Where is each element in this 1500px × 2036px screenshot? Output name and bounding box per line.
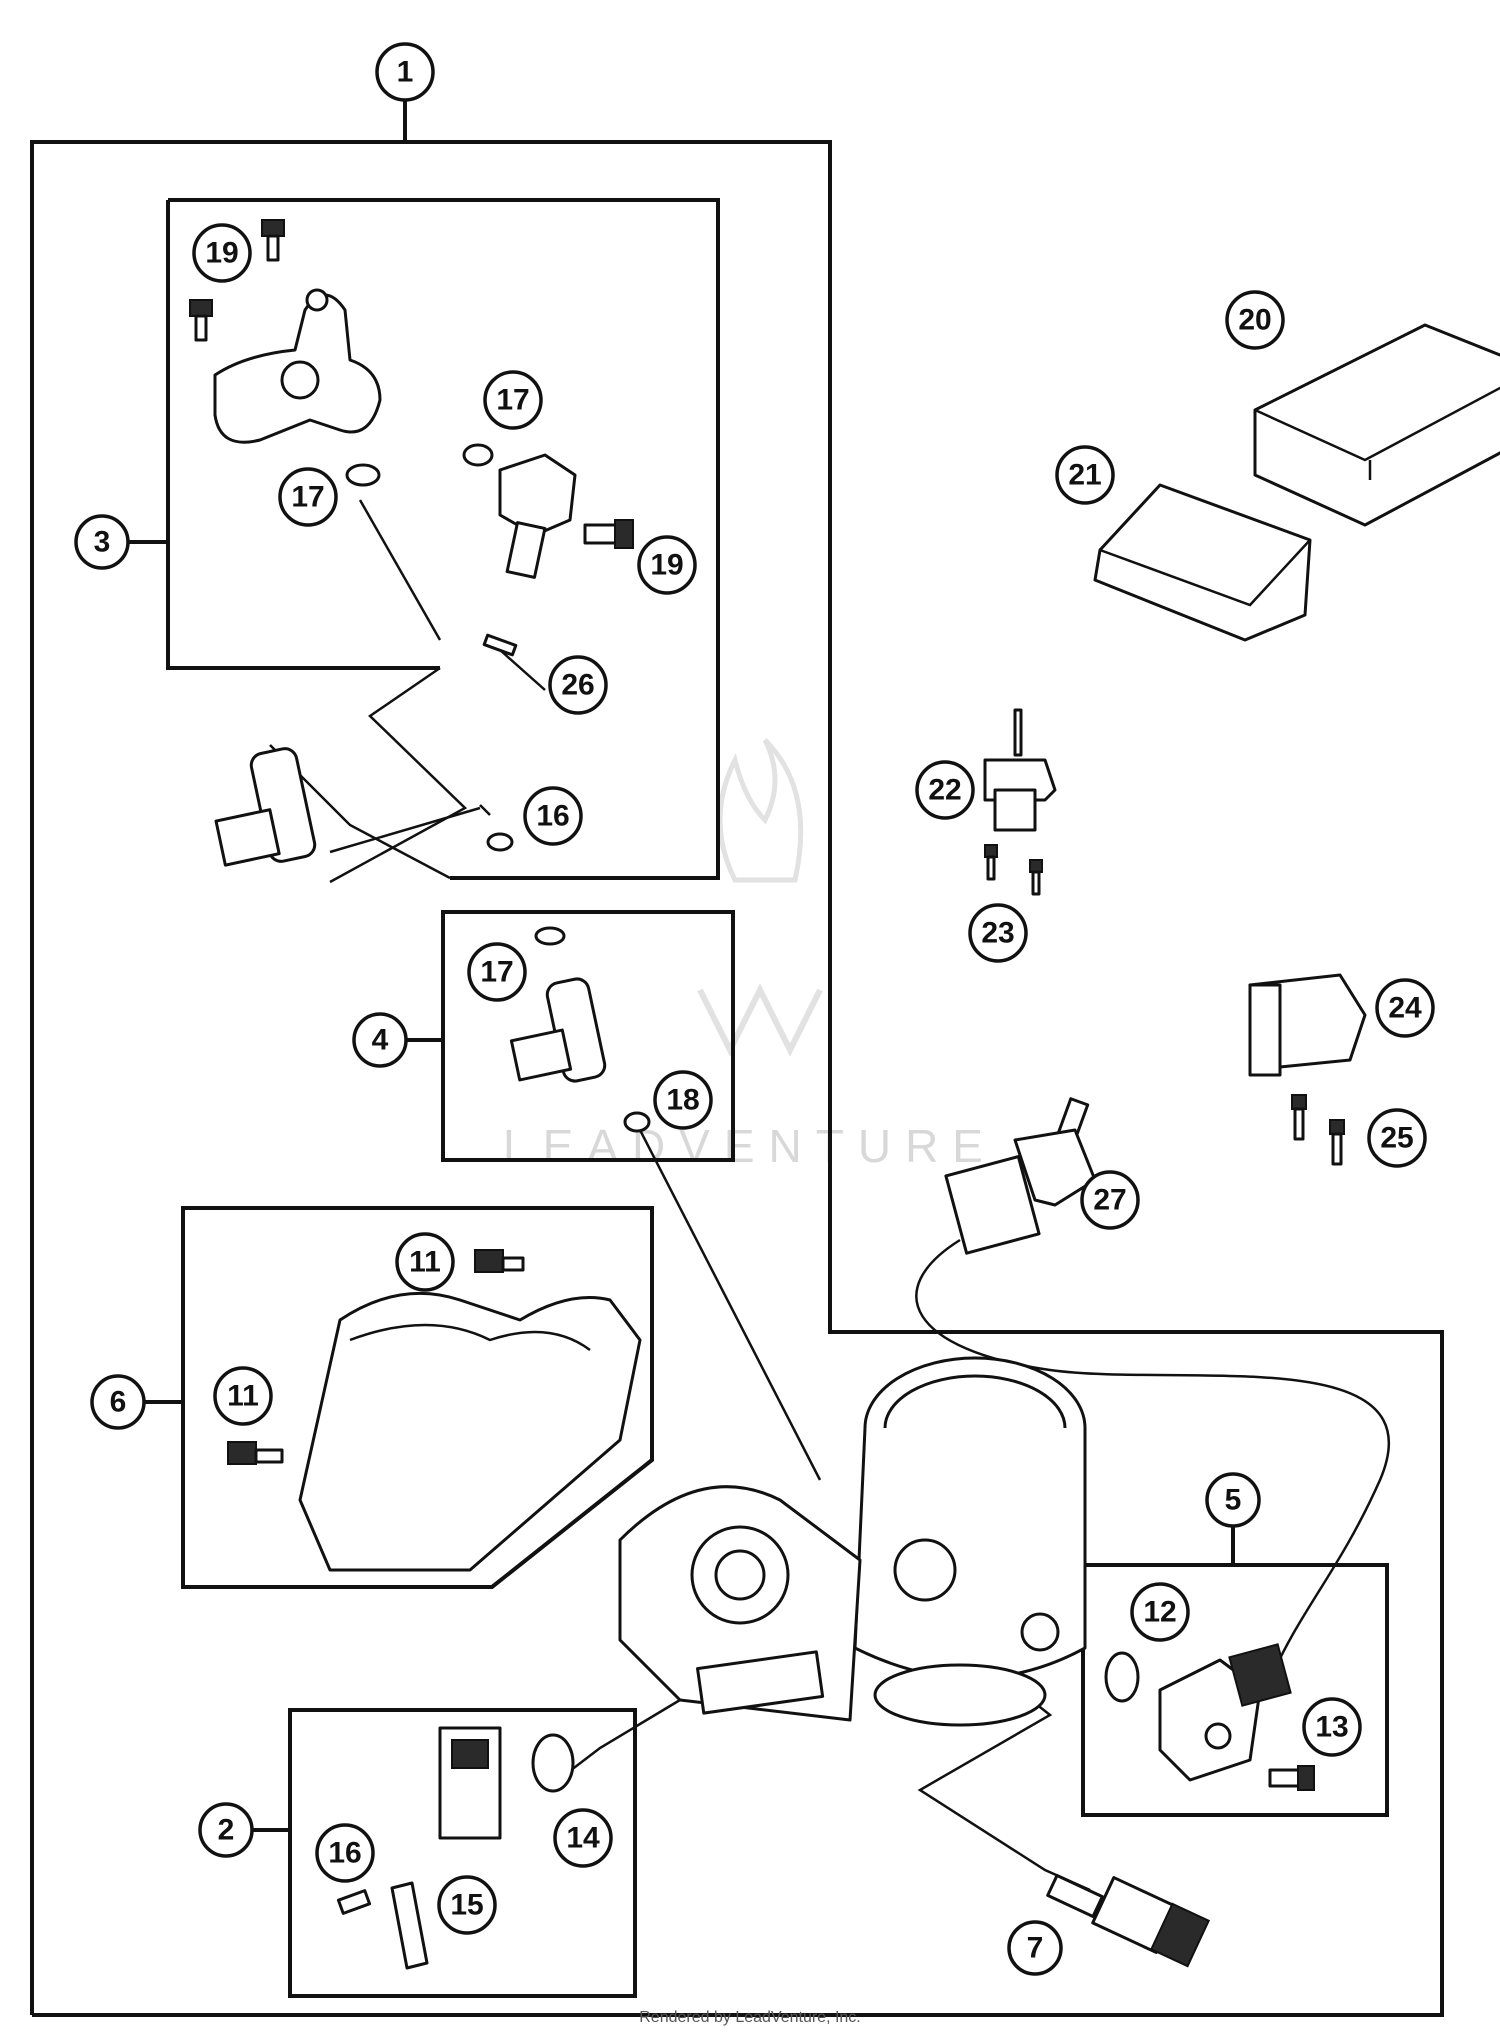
- svg-text:19: 19: [205, 237, 238, 270]
- svg-text:12: 12: [1143, 1596, 1176, 1629]
- callout-16a: 16: [523, 786, 583, 846]
- svg-text:22: 22: [928, 774, 961, 807]
- fuel-pressure-sensor: [462, 443, 634, 579]
- callout-23: 23: [968, 903, 1028, 963]
- svg-text:15: 15: [450, 1889, 483, 1922]
- svg-text:6: 6: [110, 1386, 127, 1419]
- o-ring-17a: [345, 463, 381, 487]
- sensor-22: [983, 708, 1057, 896]
- footer-credit: Rendered by LeadVenture, Inc.: [639, 2009, 861, 2026]
- map-sensor-2: [336, 1726, 575, 1970]
- subassembly-box-3: [128, 198, 720, 880]
- svg-text:3: 3: [94, 526, 111, 559]
- svg-text:11: 11: [409, 1246, 441, 1279]
- callout-18b: 18: [653, 1070, 713, 1130]
- svg-text:13: 13: [1315, 1711, 1348, 1744]
- watermark: LEADVENTURE: [503, 738, 997, 1172]
- svg-text:17: 17: [496, 384, 529, 417]
- module-21: [1093, 483, 1312, 642]
- svg-text:20: 20: [1238, 304, 1271, 337]
- callout-12: 12: [1130, 1582, 1190, 1642]
- callout-3: 3: [74, 514, 130, 570]
- svg-text:2: 2: [218, 1814, 235, 1847]
- svg-text:5: 5: [1225, 1484, 1242, 1517]
- callout-7: 7: [1007, 1920, 1063, 1976]
- svg-text:11: 11: [227, 1380, 259, 1413]
- callout-4: 4: [352, 1012, 408, 1068]
- callout-17b: 17: [278, 467, 338, 527]
- callout-13: 13: [1302, 1697, 1362, 1757]
- ecu-20: [1253, 323, 1500, 527]
- svg-text:17: 17: [291, 481, 324, 514]
- callout-6: 6: [90, 1374, 146, 1430]
- callout-19a: 19: [192, 223, 252, 283]
- callout-16b: 16: [315, 1823, 375, 1883]
- svg-text:16: 16: [536, 800, 569, 833]
- svg-text:27: 27: [1093, 1184, 1126, 1217]
- svg-text:25: 25: [1380, 1122, 1413, 1155]
- callout-27: 27: [1080, 1170, 1140, 1230]
- assembly-outline: [30, 100, 1444, 2017]
- callout-26: 26: [548, 655, 608, 715]
- callout-15: 15: [437, 1875, 497, 1935]
- subassembly-box-5: [1081, 1527, 1389, 1817]
- callout-5: 5: [1205, 1472, 1261, 1528]
- subassembly-box-4: [405, 910, 735, 1162]
- watermark-logo-icon: [697, 983, 823, 1057]
- svg-text:21: 21: [1068, 459, 1101, 492]
- callout-17c: 17: [467, 942, 527, 1002]
- idle-valve-7: [1046, 1873, 1211, 1968]
- bolt-19a: [189, 219, 285, 342]
- svg-text:7: 7: [1027, 1932, 1044, 1965]
- throttle-cover: [227, 1249, 642, 1572]
- callout-25: 25: [1367, 1108, 1427, 1168]
- sensor-27: [944, 1097, 1097, 1255]
- throttle-body: [618, 1356, 1087, 1727]
- tps-sensor-5: [1104, 1643, 1315, 1791]
- svg-text:14: 14: [566, 1822, 600, 1855]
- svg-text:4: 4: [372, 1024, 389, 1057]
- svg-text:26: 26: [561, 669, 594, 702]
- svg-text:1: 1: [397, 56, 414, 89]
- filter-26: [482, 633, 518, 657]
- sensor-24: [1248, 973, 1367, 1166]
- svg-text:24: 24: [1388, 992, 1422, 1025]
- callout-14: 14: [553, 1808, 613, 1868]
- fuel-rail: [213, 288, 382, 444]
- callout-11a: 11: [395, 1232, 455, 1292]
- callout-21: 21: [1055, 445, 1115, 505]
- svg-text:19: 19: [650, 549, 683, 582]
- svg-text:23: 23: [981, 917, 1014, 950]
- callout-2: 2: [198, 1802, 254, 1858]
- svg-text:17: 17: [480, 956, 513, 989]
- callout-19b: 19: [637, 535, 697, 595]
- subassembly-box-6: [145, 1206, 654, 1589]
- svg-text:18: 18: [666, 1084, 699, 1117]
- callout-17a: 17: [483, 370, 543, 430]
- injector-lower: [214, 747, 514, 867]
- svg-text:16: 16: [328, 1837, 361, 1870]
- injector-4: [509, 926, 651, 1133]
- subassembly-box-2: [252, 1708, 637, 1998]
- callout-1: 1: [375, 42, 435, 102]
- watermark-flame-icon: [717, 738, 804, 883]
- watermark-text: LEADVENTURE: [503, 1120, 997, 1172]
- callout-22: 22: [915, 760, 975, 820]
- callout-11b: 11: [213, 1366, 273, 1426]
- callout-20: 20: [1225, 290, 1285, 350]
- callout-24: 24: [1375, 978, 1435, 1038]
